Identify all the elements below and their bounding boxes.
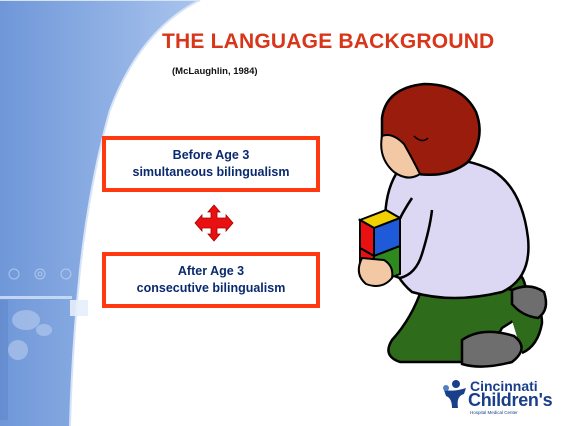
- slide-title: THE LANGUAGE BACKGROUND: [162, 30, 495, 53]
- hospital-logo-icon: [443, 380, 466, 408]
- logo-line1: Cincinnati: [470, 378, 538, 394]
- before-age-3-line1: Before Age 3: [172, 148, 250, 162]
- after-age-3-line1: After Age 3: [177, 264, 245, 278]
- citation: (McLaughlin, 1984): [172, 66, 258, 77]
- logo-line2: Children's: [468, 390, 553, 410]
- child-illustration: [357, 82, 548, 368]
- before-age-3-line2: simultaneous bilingualism: [132, 165, 290, 179]
- logo-line3: Hospital Medical Center: [470, 410, 518, 415]
- four-way-arrow-icon: [194, 204, 234, 242]
- after-age-3-box: After Age 3 consecutive bilingualism: [102, 252, 320, 308]
- before-age-3-box: Before Age 3 simultaneous bilingualism: [102, 136, 320, 192]
- hospital-logo: Cincinnati Children's Hospital Medical C…: [440, 376, 560, 416]
- after-age-3-line2: consecutive bilingualism: [136, 281, 286, 295]
